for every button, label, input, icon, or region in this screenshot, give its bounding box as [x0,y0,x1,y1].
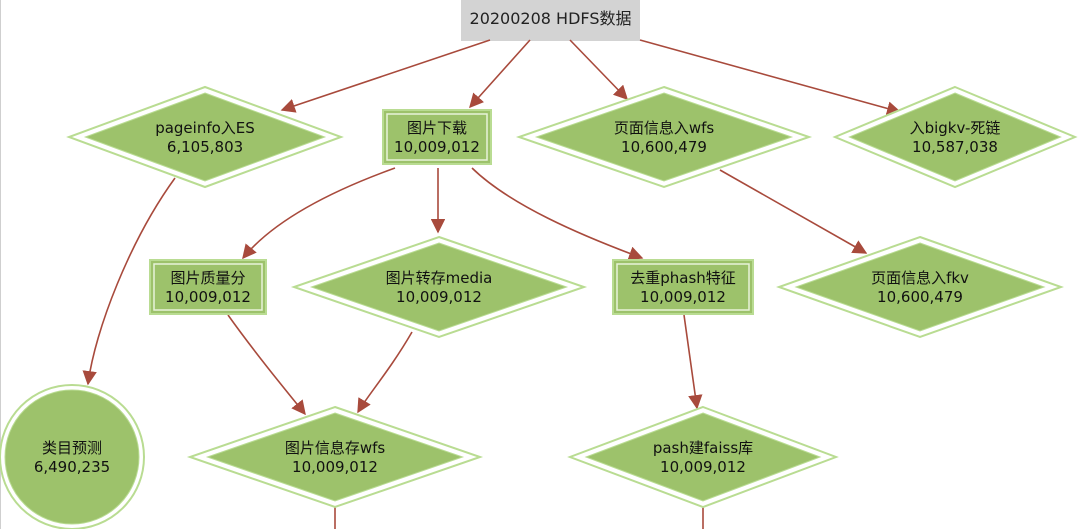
box-inner-border [386,113,488,161]
circle-shape [4,389,140,525]
node-title: 图片下载 [407,119,467,137]
edge-root-to-page_wfs [569,39,629,101]
node-title: pageinfo入ES [155,119,255,137]
node-count: 10,009,012 [640,288,726,306]
edge-root-to-pageinfo [280,39,491,113]
edge-img_media-to-img_info_wfs [357,331,413,414]
diamond-shape [584,412,822,502]
node-title: 图片质量分 [170,269,245,287]
diamond-shape [309,242,569,332]
root-node-box [461,0,640,41]
edge-root-to-bigkv [639,39,902,116]
node-count: 6,490,235 [34,458,110,476]
edge-phash-to-pash_faiss [683,314,703,410]
diamond-shape [848,92,1062,182]
edge-img_download-to-img_quality [242,167,396,260]
root-node-label: 20200208 HDFS数据 [469,9,632,28]
node-title: 页面信息入fkv [871,269,969,287]
node-count: 10,009,012 [396,288,482,306]
box-outline [612,259,754,315]
edge-page_wfs-to-page_fkv [719,169,868,254]
edge-img_quality-to-img_info_wfs [227,314,306,416]
box-outline [149,259,267,315]
node-count: 10,009,012 [394,138,480,156]
edge-root-to-img_download [469,39,531,109]
diamond-shape [205,412,465,502]
node-title: 去重phash特征 [630,269,736,287]
left-border-line [0,0,1,529]
edge-img_download-to-phash [471,167,644,261]
edge-pageinfo-to-category [82,177,176,386]
node-count: 10,600,479 [621,138,707,156]
node-count: 10,587,038 [912,138,998,156]
node-count: 6,105,803 [167,138,243,156]
node-count: 10,600,479 [877,288,963,306]
node-title: pash建faiss库 [653,439,753,457]
node-title: 页面信息入wfs [614,119,715,137]
node-count: 10,009,012 [165,288,251,306]
node-count: 10,009,012 [660,458,746,476]
node-title: 图片转存media [386,269,493,287]
diamond-shape [534,92,794,182]
box-inner-border [153,263,263,311]
box-inner-border [616,263,750,311]
node-title: 类目预测 [42,439,102,457]
node-title: 入bigkv-死链 [910,119,1001,137]
node-count: 10,009,012 [292,458,378,476]
box-outline [382,109,492,165]
diamond-shape [83,92,327,182]
node-title: 图片信息存wfs [285,439,386,457]
diamond-shape [794,242,1046,332]
